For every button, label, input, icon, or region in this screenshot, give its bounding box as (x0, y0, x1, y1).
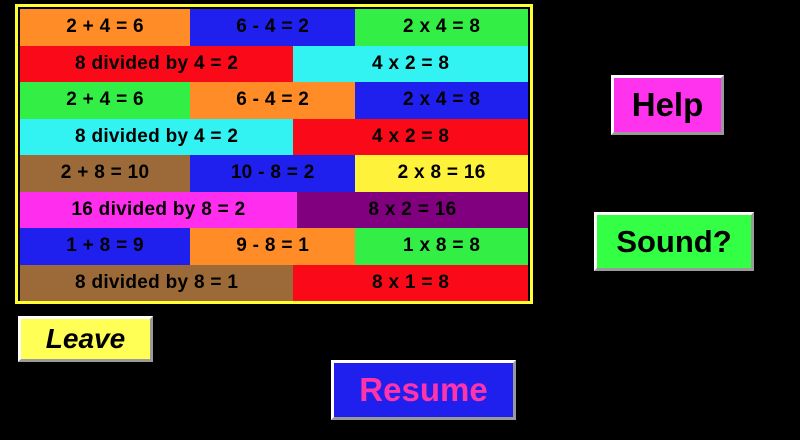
fact-cell[interactable]: 9 - 8 = 1 (190, 228, 356, 265)
fact-cell[interactable]: 8 divided by 8 = 1 (20, 264, 294, 301)
fact-cell[interactable]: 2 x 4 = 8 (355, 9, 528, 46)
fact-cell[interactable]: 2 x 8 = 16 (355, 155, 528, 192)
resume-button-label: Resume (359, 371, 488, 408)
fact-cell[interactable]: 2 + 4 = 6 (20, 82, 191, 119)
fact-cell[interactable]: 1 x 8 = 8 (355, 228, 528, 265)
fact-cell[interactable]: 6 - 4 = 2 (190, 9, 356, 46)
fact-cell[interactable]: 4 x 2 = 8 (293, 118, 528, 155)
help-button-label: Help (631, 86, 704, 123)
sound-button-label: Sound? (616, 223, 732, 259)
leave-button[interactable]: Leave (18, 316, 153, 362)
fact-cell[interactable]: 2 + 4 = 6 (20, 9, 191, 46)
fact-cell[interactable]: 1 + 8 = 9 (20, 228, 191, 265)
fact-cell[interactable]: 16 divided by 8 = 2 (20, 191, 297, 228)
fact-cell[interactable]: 10 - 8 = 2 (190, 155, 356, 192)
fact-cell[interactable]: 6 - 4 = 2 (190, 82, 356, 119)
fact-cell[interactable]: 8 x 1 = 8 (293, 264, 528, 301)
resume-button[interactable]: Resume (331, 360, 516, 420)
fact-cell[interactable]: 4 x 2 = 8 (293, 45, 528, 82)
fact-cell[interactable]: 8 divided by 4 = 2 (20, 118, 294, 155)
sound-toggle-button[interactable]: Sound? (594, 212, 754, 271)
fact-cell[interactable]: 2 + 8 = 10 (20, 155, 191, 192)
help-button[interactable]: Help (611, 75, 724, 135)
leave-button-label: Leave (45, 323, 126, 354)
fact-cell[interactable]: 8 divided by 4 = 2 (20, 45, 294, 82)
fact-cell[interactable]: 8 x 2 = 16 (296, 191, 528, 228)
fact-cell[interactable]: 2 x 4 = 8 (355, 82, 528, 119)
